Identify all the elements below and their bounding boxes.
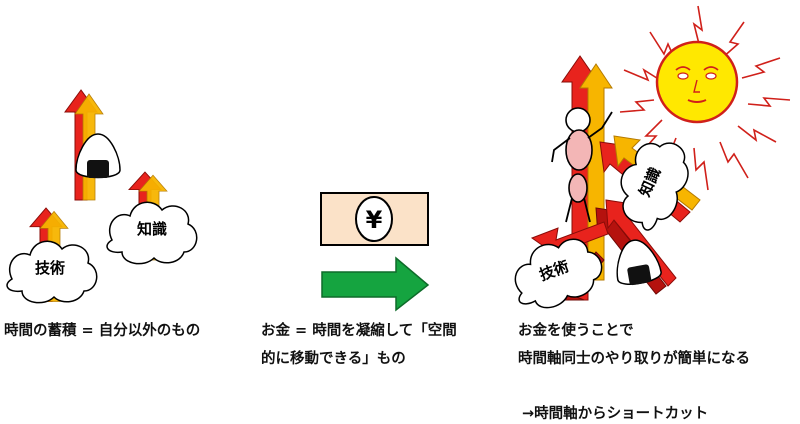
- caption-middle-line1: お金 = 時間を凝縮して「空間: [261, 323, 457, 339]
- cloud-icon: 知識: [106, 201, 198, 265]
- yen-symbol: ¥: [366, 206, 383, 234]
- cloud-icon: 知識: [605, 129, 701, 238]
- banknote-icon: ¥: [320, 192, 429, 246]
- cloud-icon: 技術: [6, 240, 98, 304]
- stick-figure-icon: [551, 107, 613, 223]
- right-group: 知識 技術: [503, 5, 791, 318]
- caption-right-line2: 時間軸同士のやり取りが簡単になる: [518, 351, 750, 367]
- knowledge-label: 知識: [137, 220, 167, 238]
- cloud-icon: 技術: [503, 227, 611, 318]
- middle-group: ¥: [320, 192, 430, 312]
- caption-middle-line2: 的に移動できる」もの: [261, 351, 406, 367]
- caption-right-line3: →時間軸からショートカット: [522, 406, 709, 422]
- caption-right-line1: お金を使うことで: [518, 323, 634, 339]
- skill-label: 技術: [35, 259, 65, 277]
- left-group: 知識 技術: [6, 89, 198, 304]
- right-arrow-icon: [321, 256, 430, 312]
- caption-left: 時間の蓄積 = 自分以外のもの: [4, 323, 201, 339]
